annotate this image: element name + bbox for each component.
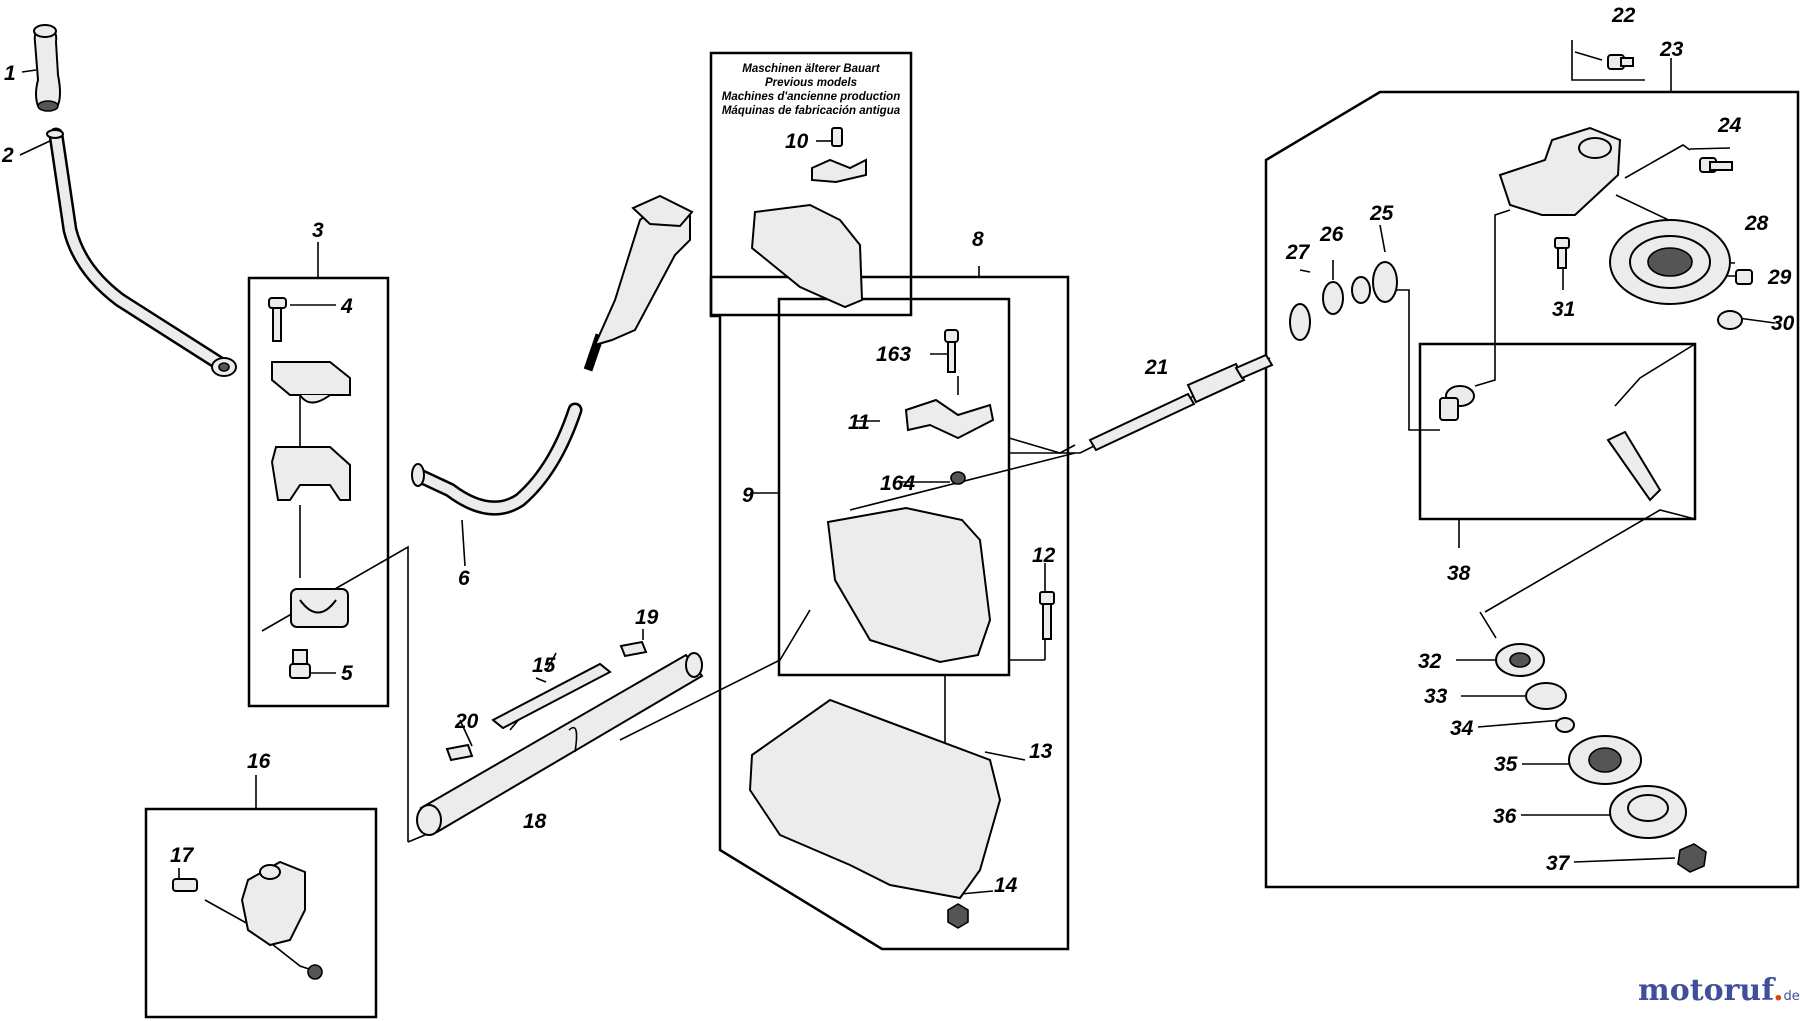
part-handle-grip	[33, 24, 61, 112]
box-guard-8	[709, 275, 1070, 951]
callout-15: 15	[532, 654, 556, 677]
callout-labels: 1 2 3 4 5 6 8 9 10 11 12 13 14 15 16 17 …	[1, 4, 1795, 897]
box-clamp-3	[247, 276, 390, 708]
svg-text:motoruf.de: motoruf.de	[1638, 973, 1800, 1008]
callout-3: 3	[312, 219, 324, 242]
box-gearhead-23	[1264, 90, 1800, 889]
note-line-en: Previous models	[765, 77, 857, 89]
part-clamp-assembly	[268, 297, 351, 679]
box-guard-9	[777, 297, 1011, 677]
callout-19: 19	[635, 606, 659, 629]
callout-21: 21	[1144, 356, 1168, 379]
part-clamp-16	[172, 860, 323, 980]
callout-30: 30	[1771, 312, 1795, 335]
previous-models-note: Maschinen älterer Bauart Previous models…	[722, 63, 901, 117]
box-clamp-16	[144, 807, 378, 1019]
callout-31: 31	[1552, 298, 1575, 321]
callout-33: 33	[1424, 685, 1448, 708]
callout-37: 37	[1546, 852, 1571, 875]
callout-24: 24	[1717, 114, 1742, 137]
callout-5: 5	[341, 662, 353, 685]
callout-12: 12	[1032, 544, 1056, 567]
part-gearhead	[1289, 54, 1753, 873]
callout-13: 13	[1029, 740, 1053, 763]
callout-38: 38	[1447, 562, 1471, 585]
part-drive-shaft	[1088, 353, 1274, 452]
note-line-es: Máquinas de fabricación antigua	[722, 105, 901, 117]
watermark-dot: .	[1773, 973, 1783, 1008]
watermark-tld: de	[1784, 989, 1800, 1004]
callout-28: 28	[1744, 212, 1769, 235]
part-blade-guard	[748, 329, 1055, 929]
callout-163: 163	[876, 343, 911, 366]
callout-10: 10	[785, 130, 809, 153]
callout-32: 32	[1418, 650, 1442, 673]
callout-18: 18	[523, 810, 547, 833]
callout-4: 4	[340, 295, 353, 318]
callout-22: 22	[1611, 4, 1636, 27]
callout-6: 6	[458, 567, 470, 590]
callout-164: 164	[880, 472, 915, 495]
part-previous-guard	[750, 127, 867, 309]
callout-23: 23	[1659, 38, 1684, 61]
callout-14: 14	[994, 874, 1018, 897]
callout-27: 27	[1285, 241, 1311, 264]
callout-35: 35	[1494, 753, 1518, 776]
callout-34: 34	[1450, 717, 1474, 740]
note-line-fr: Machines d'ancienne production	[722, 91, 900, 103]
box-previous-models	[709, 51, 913, 317]
callout-29: 29	[1767, 266, 1792, 289]
callout-2: 2	[1, 144, 14, 167]
watermark-brand: motoruf	[1638, 973, 1776, 1008]
callout-1: 1	[4, 62, 16, 85]
callout-26: 26	[1319, 223, 1344, 246]
callout-11: 11	[848, 411, 870, 434]
part-throttle-handle	[411, 194, 694, 516]
callout-9: 9	[742, 484, 754, 507]
callout-16: 16	[247, 750, 271, 773]
callout-20: 20	[454, 710, 479, 733]
callout-36: 36	[1493, 805, 1517, 828]
box-gear-38	[1418, 342, 1697, 521]
callout-8: 8	[972, 228, 984, 251]
watermark-logo: motoruf.de	[1638, 973, 1800, 1008]
callout-25: 25	[1369, 202, 1394, 225]
part-drive-tube	[416, 640, 704, 836]
part-handle-bar	[46, 127, 237, 377]
note-line-de: Maschinen älterer Bauart	[742, 63, 881, 75]
callout-17: 17	[170, 844, 195, 867]
